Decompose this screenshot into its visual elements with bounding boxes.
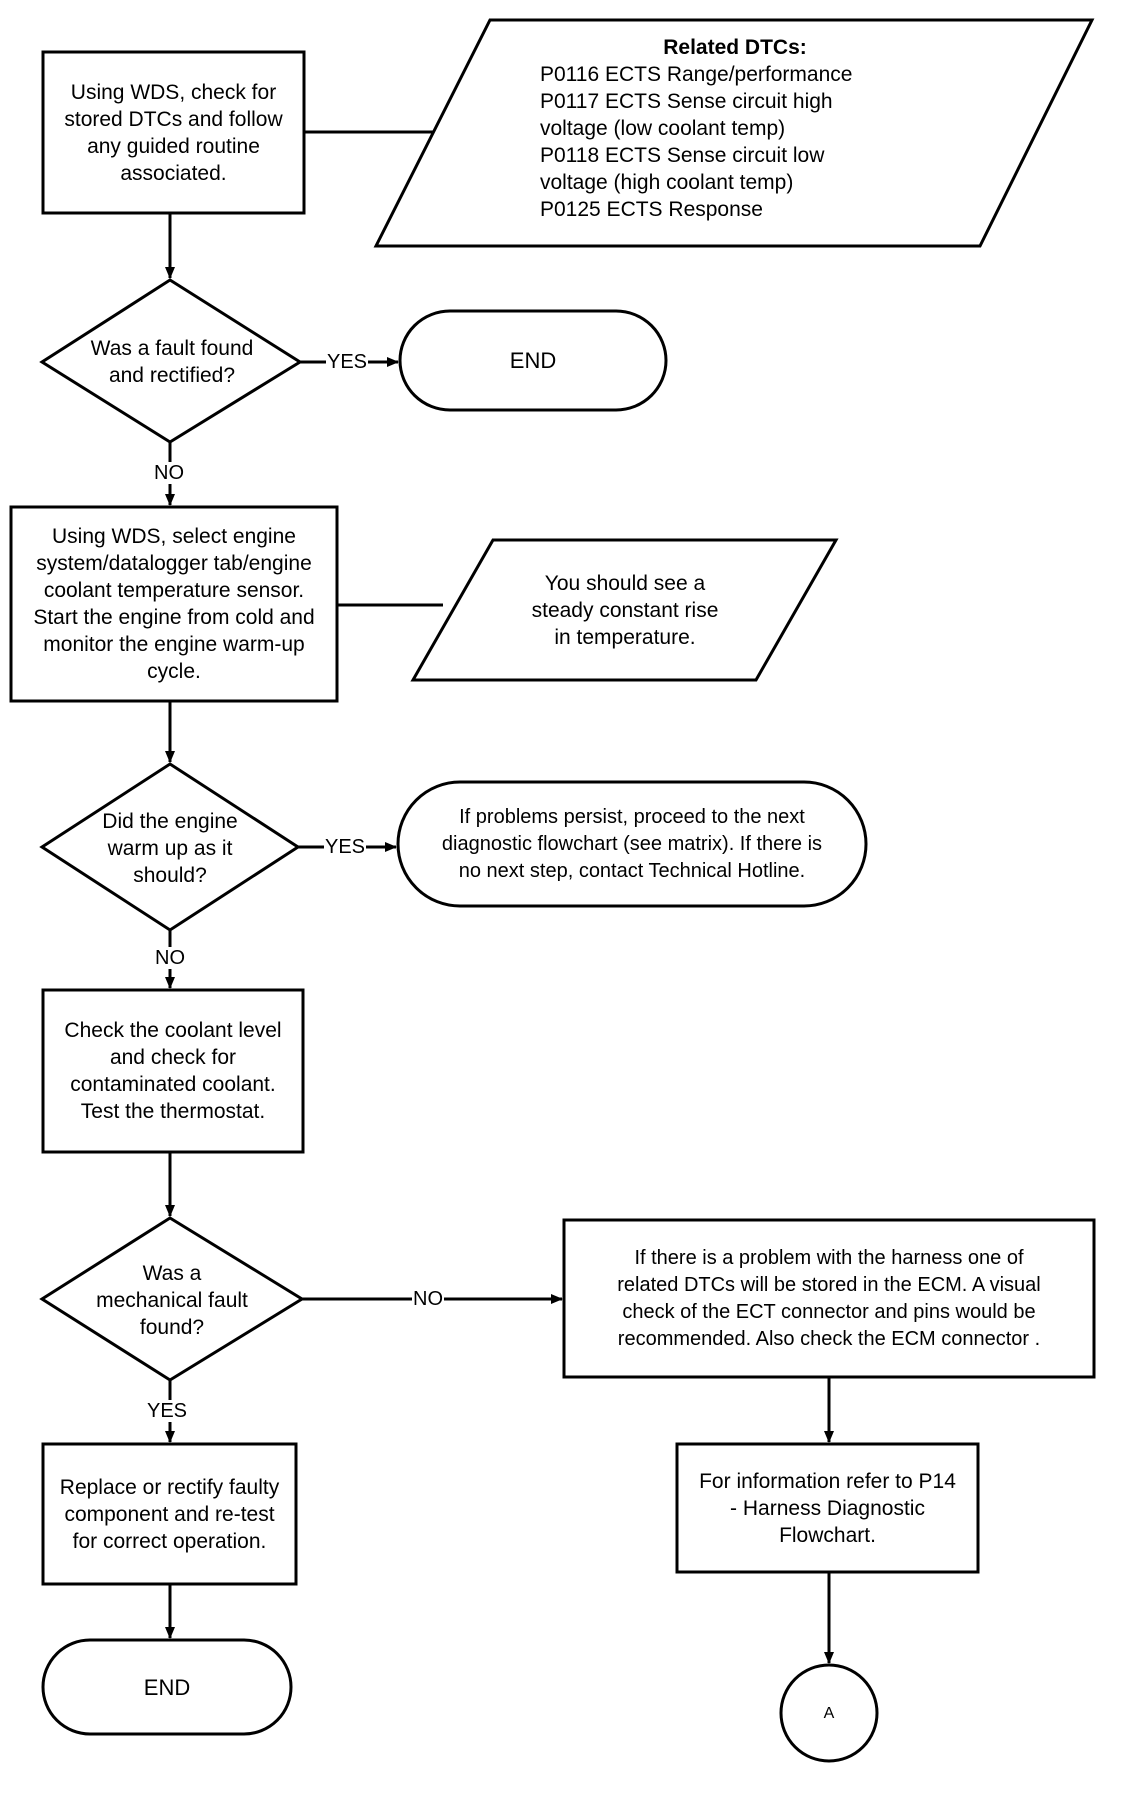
- harness-box: [562, 1218, 1096, 1379]
- refer-box: [675, 1442, 980, 1574]
- step3-box: [41, 988, 305, 1154]
- end2-terminal: [41, 1638, 293, 1736]
- connector-label: A: [823, 1704, 835, 1722]
- note-rise-text: You should see a steady constant rise in…: [531, 571, 719, 649]
- connector-circle: [779, 1663, 879, 1763]
- step4-text: Replace or rectify faulty component and …: [59, 1475, 280, 1553]
- dtcs-parallelogram: [373, 18, 1095, 248]
- step2-text: Using WDS, select engine system/datalogg…: [33, 525, 315, 683]
- decision3-text: Was a mechanical fault found?: [96, 1261, 248, 1339]
- edge-label-yes1: YES: [326, 351, 369, 373]
- edge-label-yes2: YES: [324, 836, 367, 858]
- dtcs-text: Related DTCs: P0116 ECTS Range/performan…: [540, 34, 970, 234]
- edge-label-no1: NO: [153, 462, 185, 484]
- step2-box: [9, 505, 339, 703]
- dtcs-title: Related DTCs:: [663, 36, 807, 59]
- dtcs-lines: P0116 ECTS Range/performance P0117 ECTS …: [540, 63, 853, 221]
- terminal-next-shape: [396, 780, 868, 908]
- edge-label-no2: NO: [154, 947, 186, 969]
- decision2-text: Did the engine warm up as it should?: [102, 809, 238, 887]
- step1-text: Using WDS, check for stored DTCs and fol…: [64, 80, 283, 185]
- step4-box: [41, 1442, 298, 1586]
- edge-label-yes3: YES: [146, 1400, 189, 1422]
- harness-text: If there is a problem with the harness o…: [617, 1246, 1041, 1350]
- note-rise-parallelogram: [410, 538, 839, 682]
- step3-text: Check the coolant level and check for co…: [64, 1019, 282, 1123]
- end2-text: END: [143, 1674, 191, 1700]
- end1-text: END: [509, 348, 557, 373]
- edge-label-no3: NO: [412, 1288, 444, 1310]
- step1-box: [41, 50, 306, 215]
- decision1-text: Was a fault found and rectified?: [90, 337, 254, 387]
- refer-text: For information refer to P14 - Harness D…: [699, 1469, 956, 1547]
- terminal-next-text: If problems persist, proceed to the next…: [441, 805, 823, 882]
- end1-terminal: [398, 309, 668, 412]
